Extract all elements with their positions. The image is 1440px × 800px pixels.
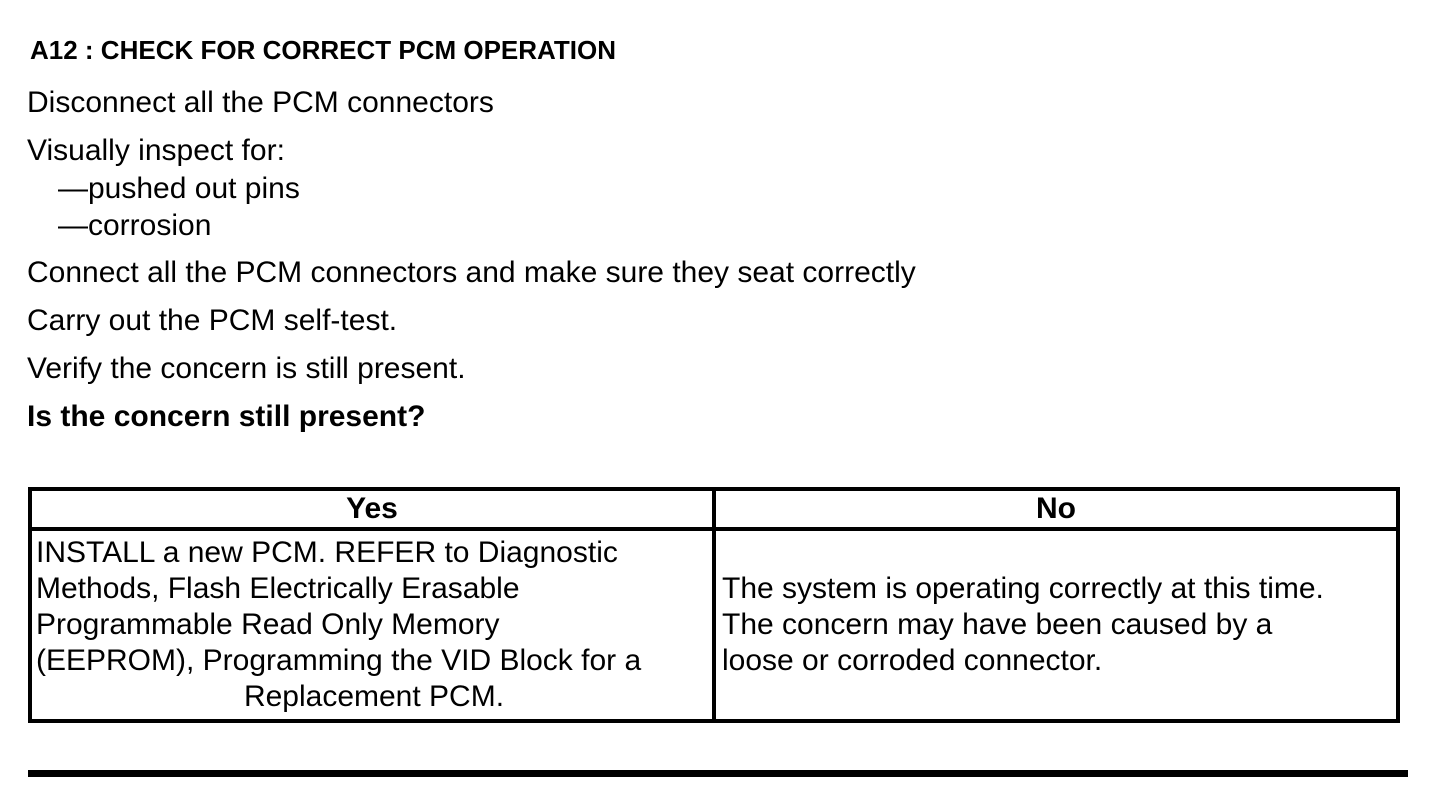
yes-action-line: Replacement PCM. [243,680,505,713]
results-table: Yes No INSTALL a new PCM. REFER to Diagn… [28,487,1400,723]
procedure-step-inspect-intro: Visually inspect for: [27,134,285,167]
decision-question: Is the concern still present? [27,400,426,433]
yes-action-line: (EEPROM), Programming the VID Block for … [36,644,642,677]
no-result-line: loose or corroded connector. [722,644,1103,677]
yes-header-cell: Yes [28,487,716,531]
results-table-body-row: INSTALL a new PCM. REFER to Diagnostic M… [28,527,1400,723]
yes-action-cell: INSTALL a new PCM. REFER to Diagnostic M… [28,527,716,723]
page-title: A12 : CHECK FOR CORRECT PCM OPERATION [30,35,616,65]
procedure-step-self-test: Carry out the PCM self-test. [27,304,398,337]
procedure-step-verify: Verify the concern is still present. [27,352,466,385]
procedure-step-connect: Connect all the PCM connectors and make … [27,256,916,289]
inspect-item-pushed-out-pins: —pushed out pins [58,172,300,205]
no-result-cell: The system is operating correctly at thi… [712,527,1400,723]
inspect-item-corrosion: —corrosion [58,209,212,242]
yes-action-line: Programmable Read Only Memory [36,608,500,641]
no-result-line: The concern may have been caused by a [722,608,1273,641]
procedure-step-disconnect: Disconnect all the PCM connectors [27,86,494,119]
yes-action-line: Methods, Flash Electrically Erasable [36,572,520,605]
no-result-line: The system is operating correctly at thi… [722,572,1324,605]
yes-action-line: INSTALL a new PCM. REFER to Diagnostic [36,536,618,569]
page-bottom-rule [28,770,1408,777]
results-table-header-row: Yes No [28,487,1400,531]
no-header-cell: No [712,487,1400,531]
